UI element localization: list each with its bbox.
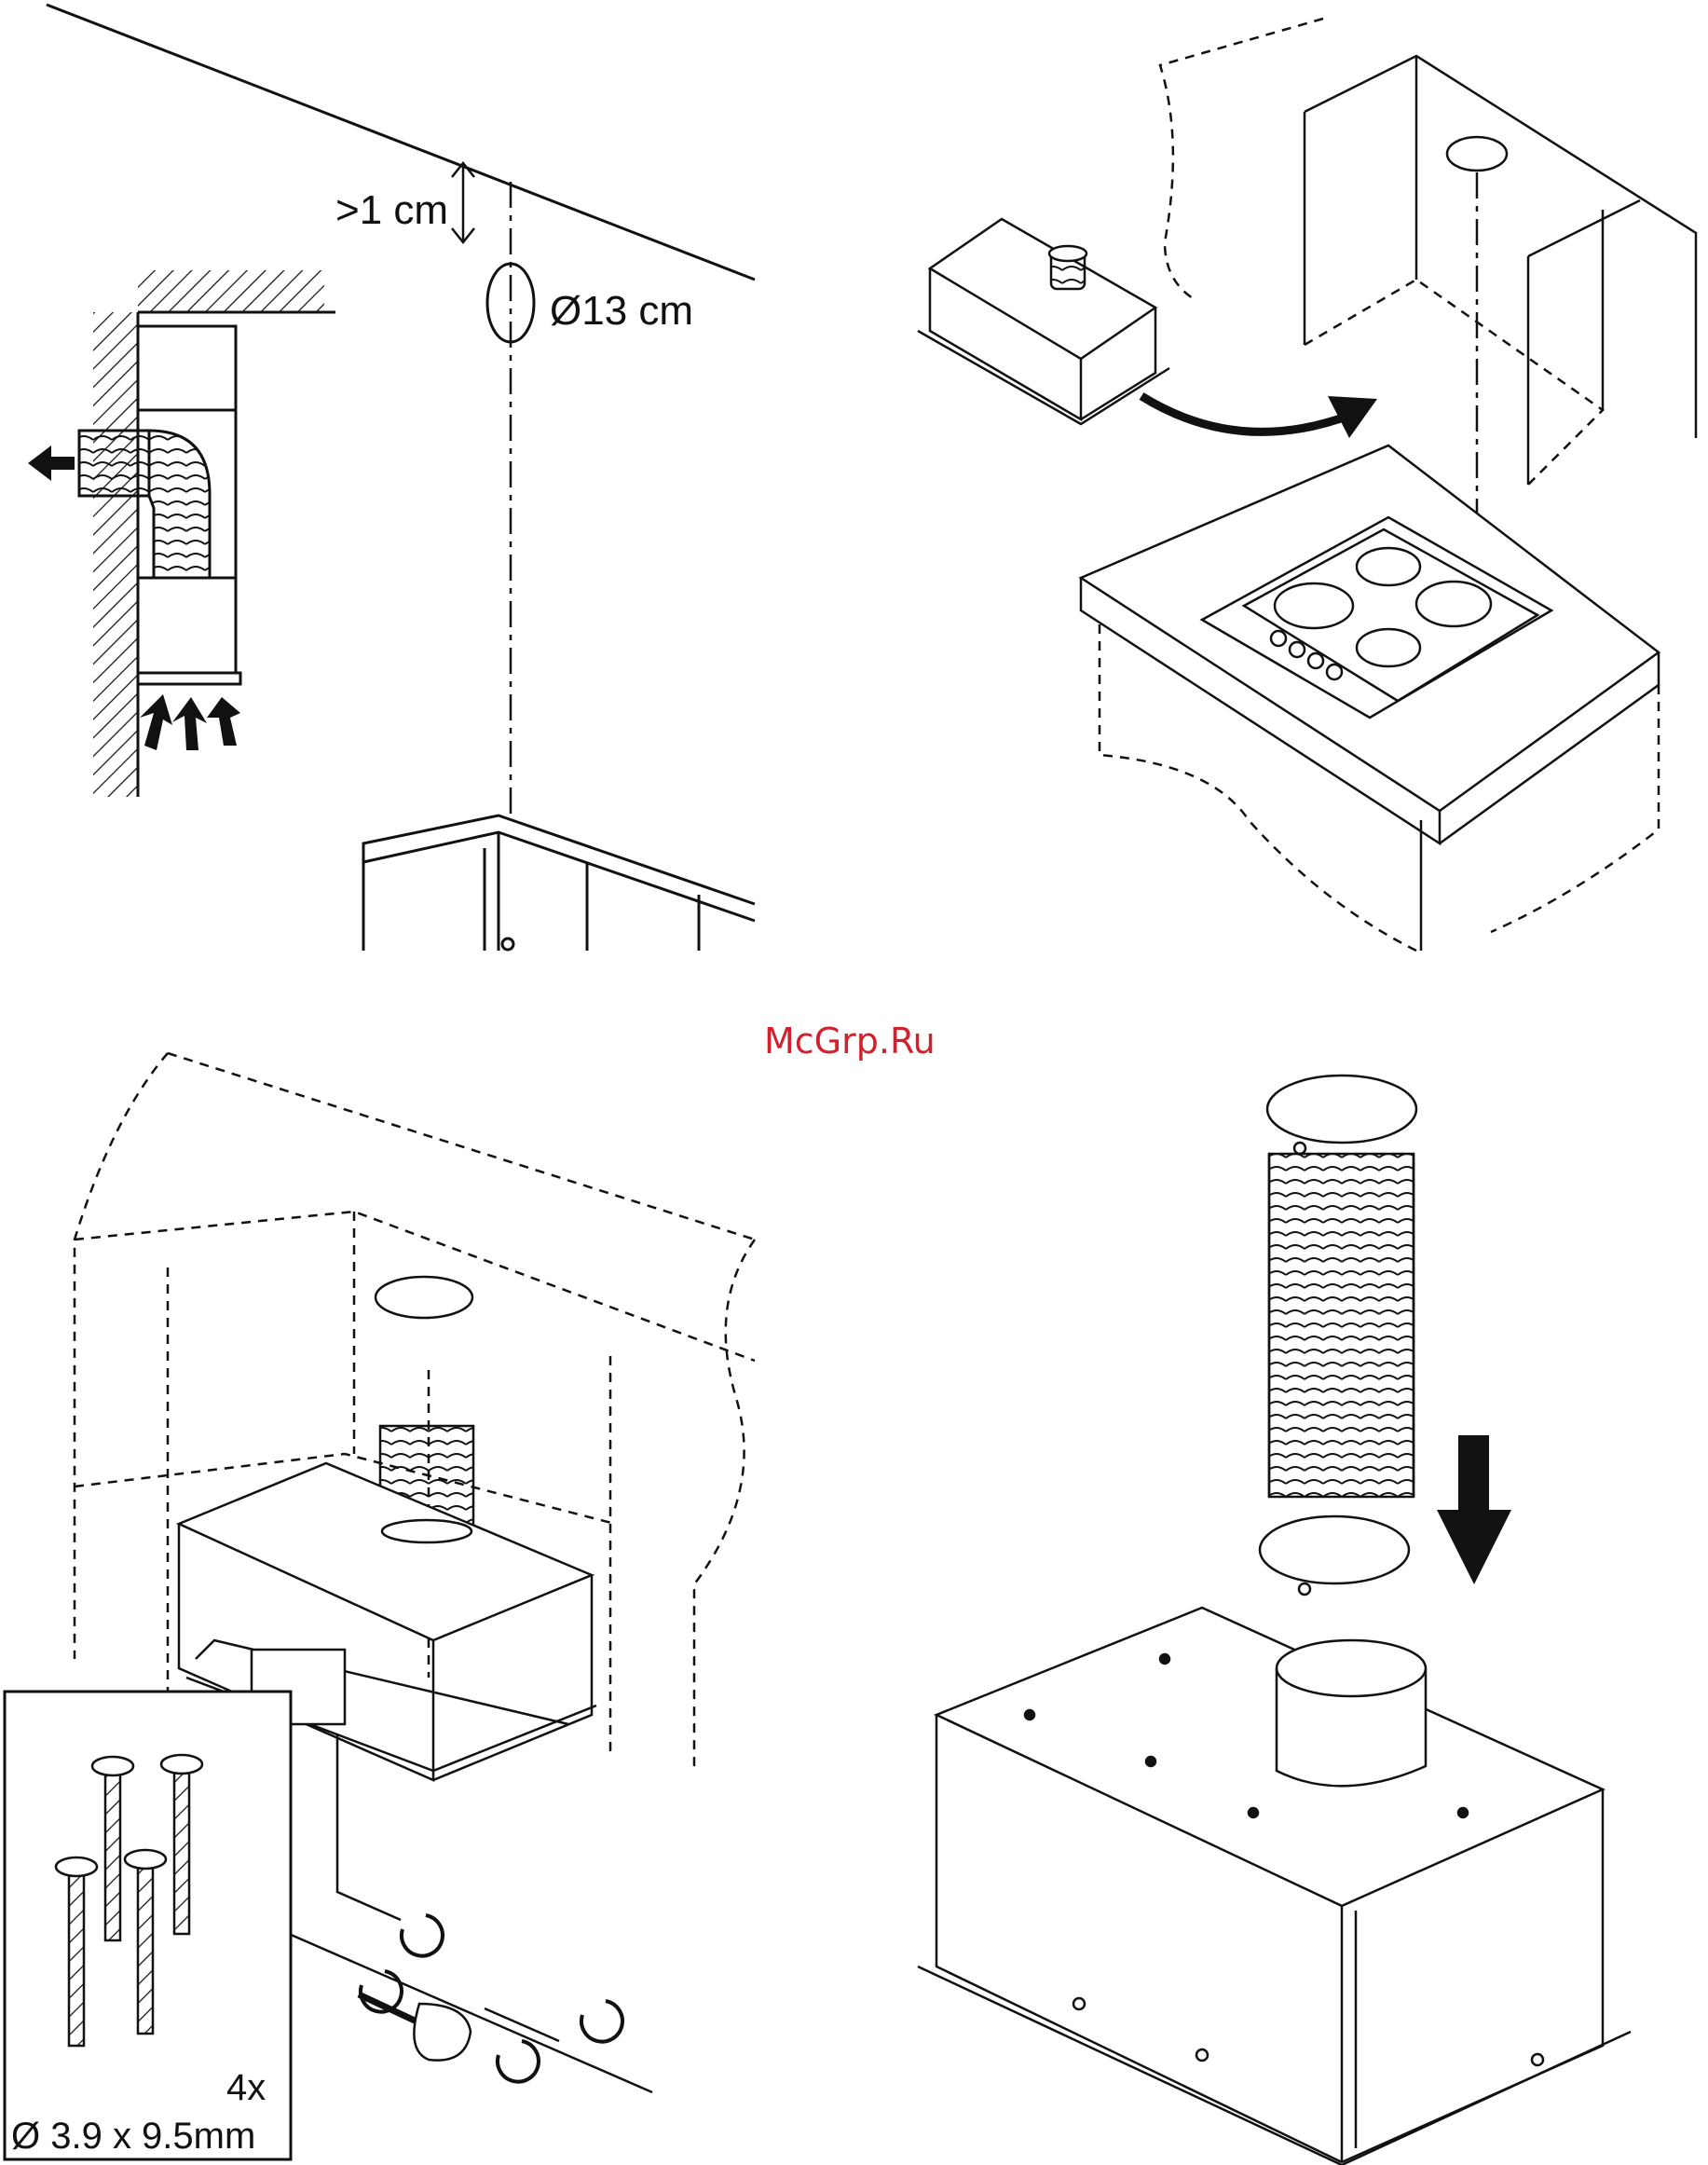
ceiling-hole xyxy=(376,1277,472,1318)
flexible-duct xyxy=(1269,1154,1414,1497)
countertop xyxy=(1081,445,1659,811)
watermark: McGrp.Ru xyxy=(764,1021,936,1062)
clearance-label: >1 cm xyxy=(335,187,448,233)
arrow-down-icon xyxy=(1437,1435,1511,1584)
ceiling-hole xyxy=(1447,137,1507,171)
ceiling-hatch xyxy=(138,270,324,312)
clamp-ring xyxy=(1260,1516,1409,1583)
cabinet-top xyxy=(363,815,755,951)
arrow-left-icon xyxy=(28,445,75,481)
arrow-up-icon xyxy=(207,697,240,746)
rotate-icon xyxy=(402,1915,443,1956)
rotate-icon xyxy=(581,2001,622,2042)
hood-unit xyxy=(936,1608,1603,1906)
wall-hatch xyxy=(93,312,138,797)
arrow-up-icon xyxy=(172,697,207,750)
screw-size-label: Ø 3.9 x 9.5mm xyxy=(11,2116,255,2157)
arrow-up-icon xyxy=(140,694,172,750)
hood-unit xyxy=(179,1463,592,1640)
clamp-ring xyxy=(1267,1076,1416,1143)
ceiling-line xyxy=(47,5,755,280)
panel-duct-fitting xyxy=(918,1076,1631,2165)
panel-kitchen xyxy=(918,19,1696,951)
hood-unit xyxy=(930,219,1155,359)
arrow-curved-icon xyxy=(1141,396,1351,432)
side-section-view xyxy=(28,270,335,797)
diameter-label: Ø13 cm xyxy=(550,288,693,334)
duct-elbow xyxy=(79,431,149,496)
screw-count-label: 4x xyxy=(226,2067,266,2108)
rotate-icon xyxy=(498,2041,539,2082)
